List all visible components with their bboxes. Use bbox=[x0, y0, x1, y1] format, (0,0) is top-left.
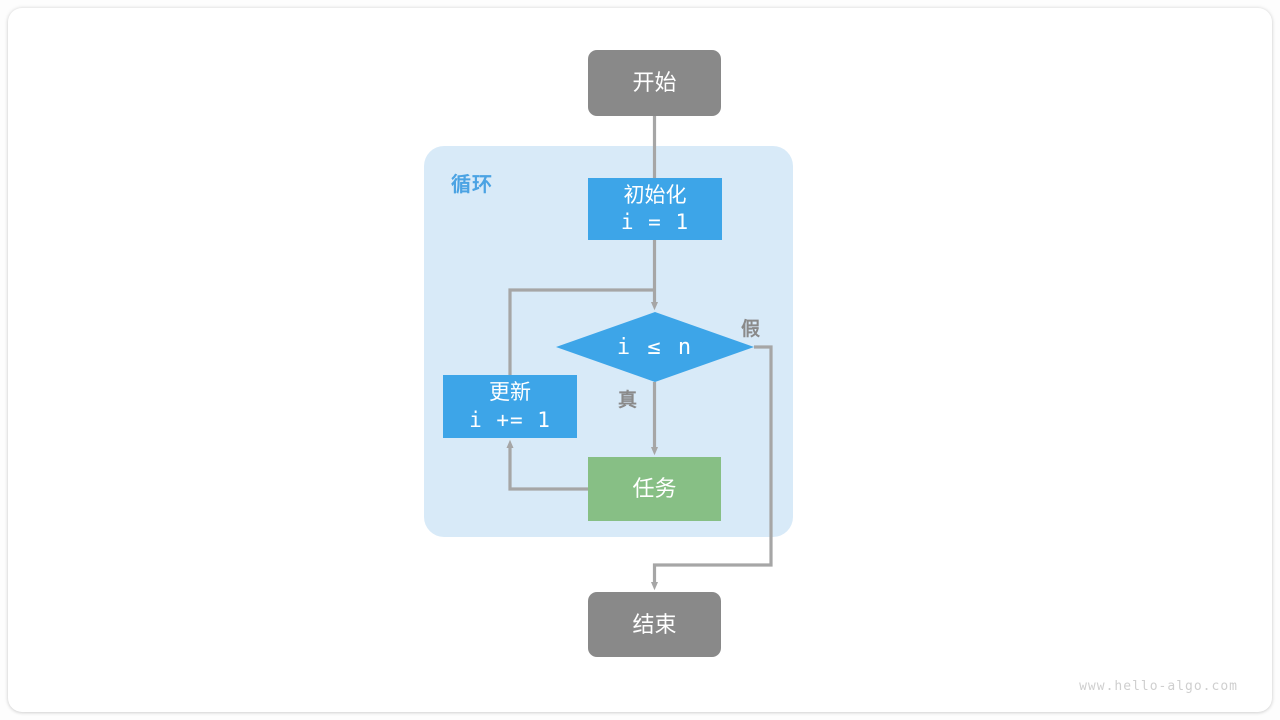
node-init-label-line2: i = 1 bbox=[620, 210, 690, 234]
branch-label-true: 真 bbox=[618, 390, 638, 411]
node-start: 开始 bbox=[588, 50, 721, 116]
node-task-label: 任务 bbox=[632, 476, 677, 502]
node-init-label-line1: 初始化 bbox=[623, 183, 687, 207]
node-condition: i ≤ n bbox=[556, 312, 754, 382]
loop-container-label: 循环 bbox=[451, 174, 493, 196]
node-update: 更新 i += 1 bbox=[443, 375, 577, 438]
node-end-label: 结束 bbox=[632, 611, 677, 637]
node-condition-label: i ≤ n bbox=[616, 334, 694, 360]
node-end: 结束 bbox=[588, 592, 721, 657]
node-init: 初始化 i = 1 bbox=[588, 178, 722, 240]
node-update-label-line1: 更新 bbox=[489, 381, 531, 405]
branch-label-false: 假 bbox=[741, 319, 761, 340]
node-task: 任务 bbox=[588, 457, 721, 521]
node-start-label: 开始 bbox=[632, 70, 677, 96]
node-update-label-line2: i += 1 bbox=[469, 407, 551, 432]
watermark: www.hello-algo.com bbox=[1079, 679, 1238, 694]
